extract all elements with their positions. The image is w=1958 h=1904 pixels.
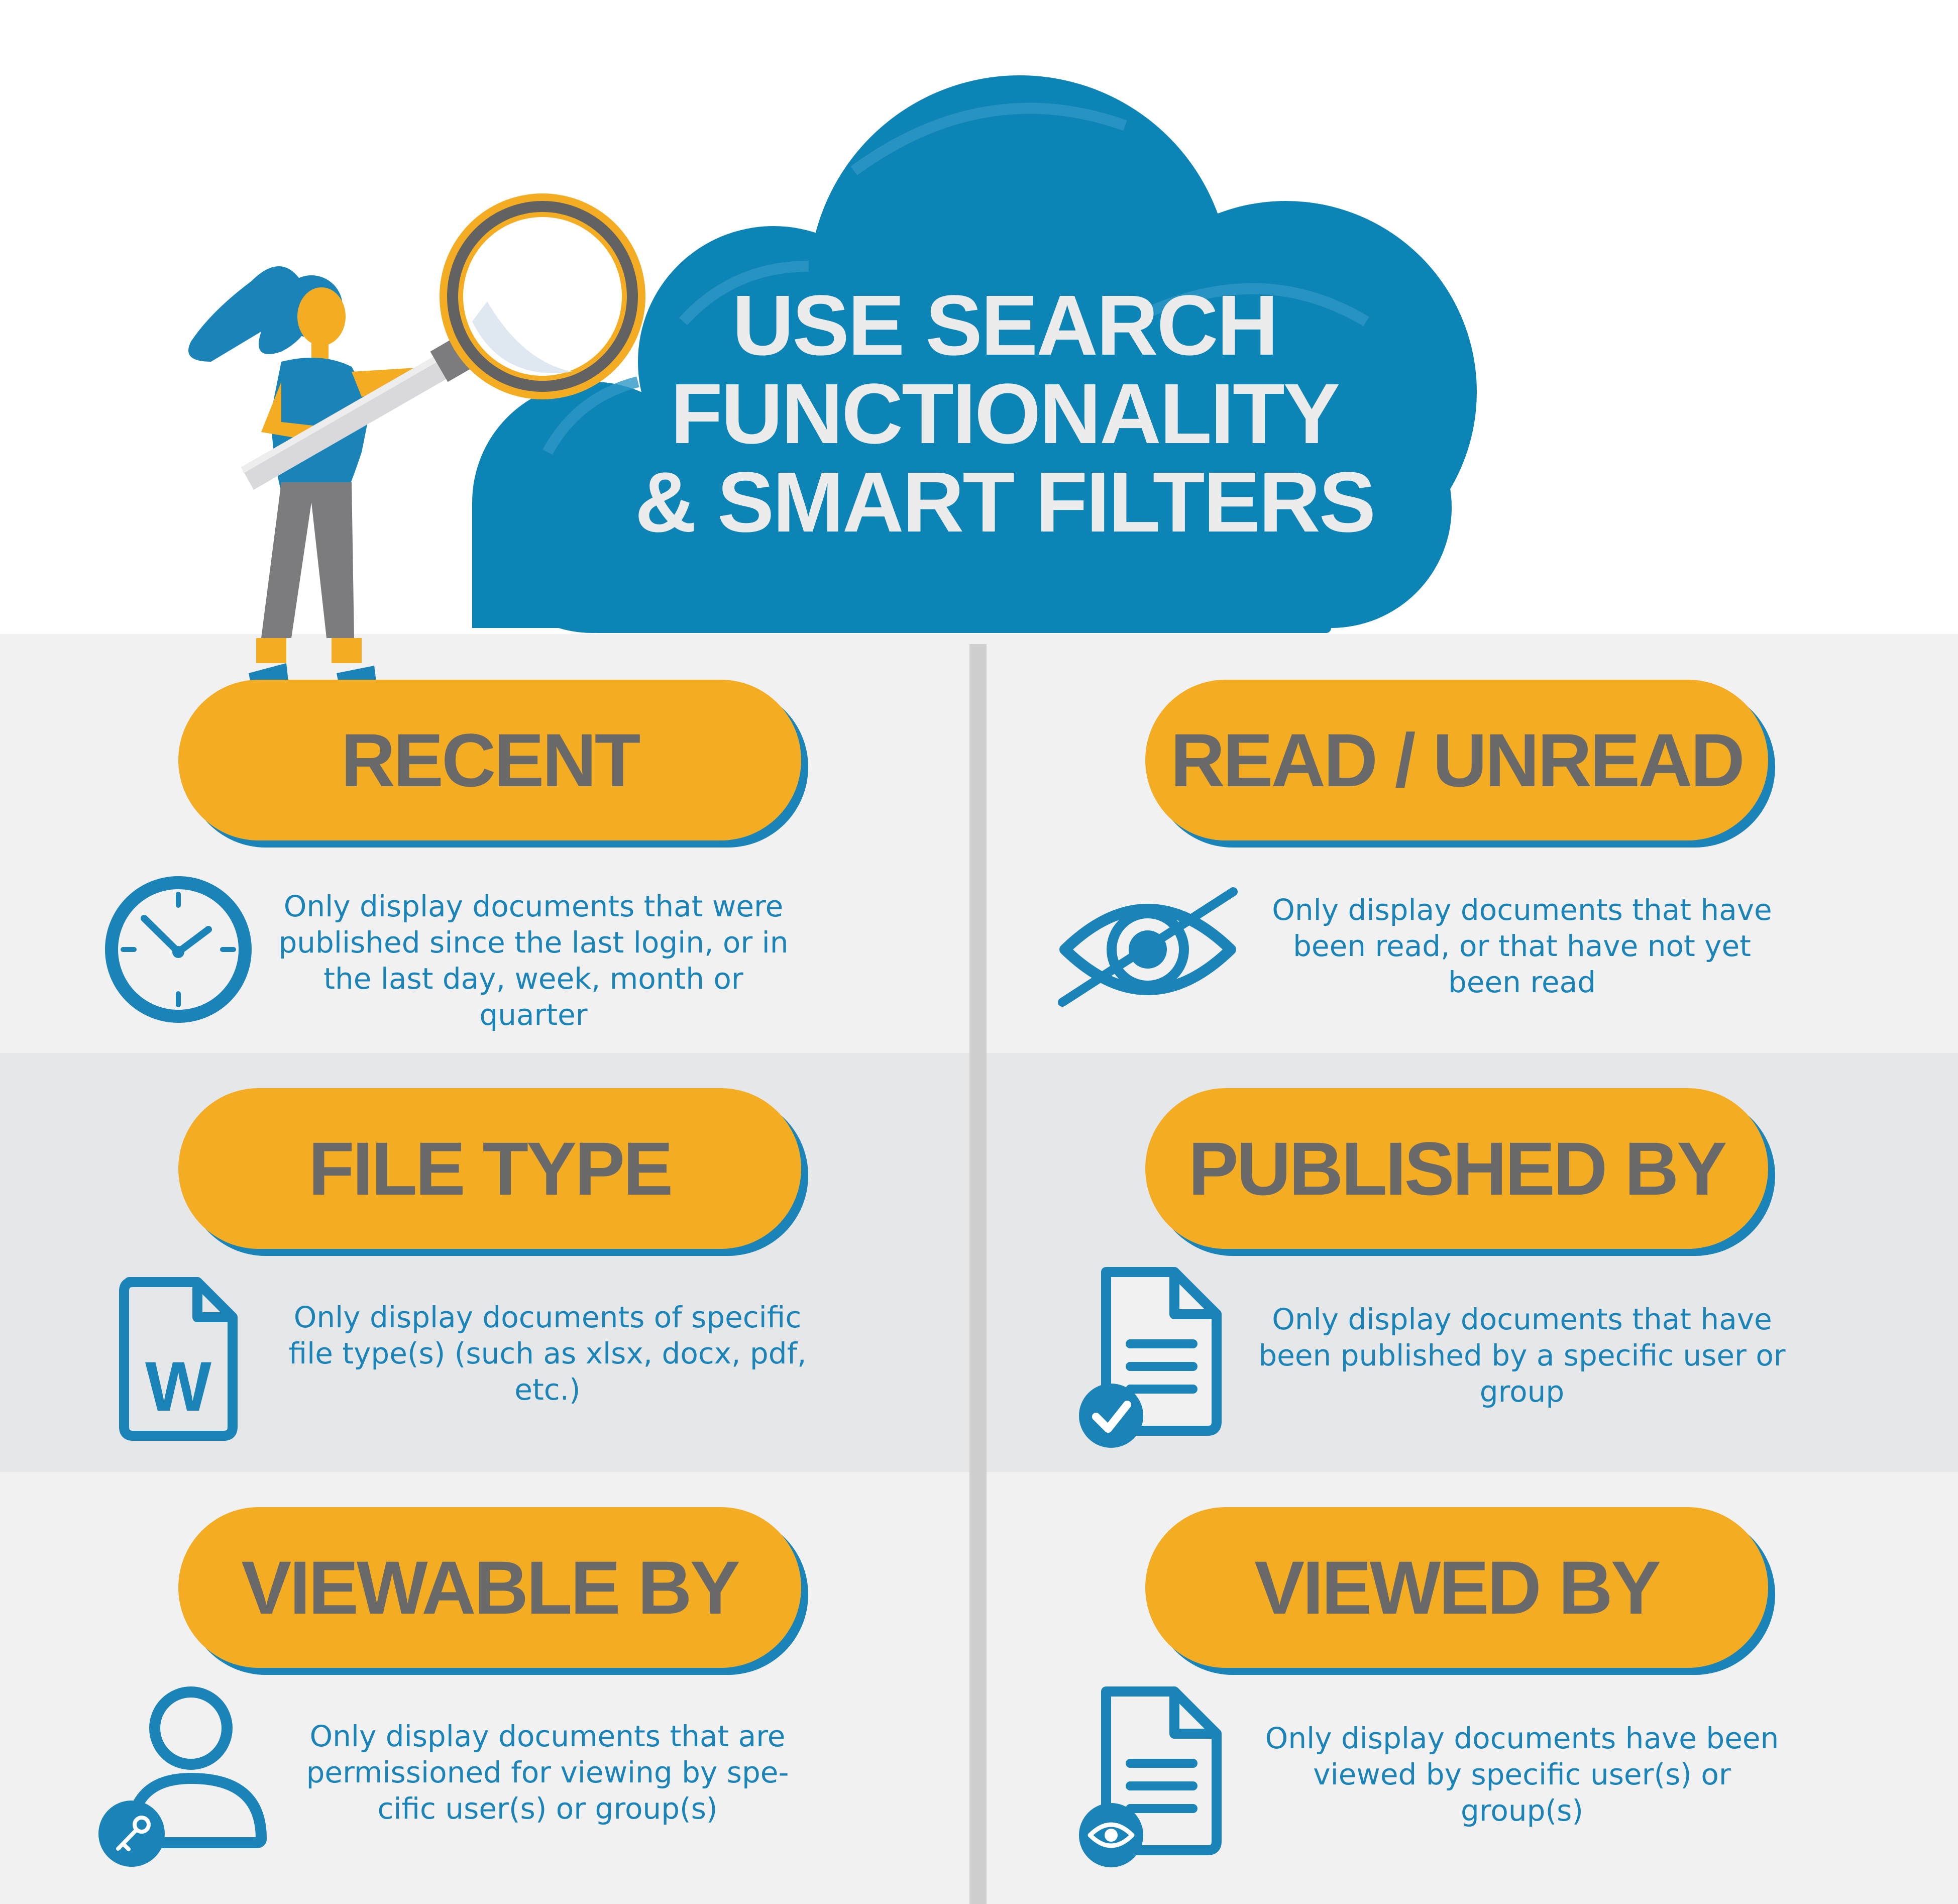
filter-description: Only display documents that have been re… <box>1272 893 1772 999</box>
word-file-icon: W <box>118 1276 239 1442</box>
pill-face: READ / UNREAD <box>1145 680 1768 840</box>
filter-description: Only display documents have been viewed … <box>1265 1721 1779 1828</box>
pill-face: RECENT <box>178 680 801 840</box>
filter-pill-viewable-by: VIEWABLE BY <box>178 1507 808 1675</box>
title-line-3: & SMART FILTERS <box>634 455 1376 550</box>
magnifier-illustration <box>241 193 645 490</box>
filter-pill-recent: RECENT <box>178 680 808 848</box>
filter-pill-published-by: PUBLISHED BY <box>1145 1088 1775 1256</box>
word-letter: W <box>145 1347 212 1426</box>
file-outline-shape <box>119 1277 238 1441</box>
filter-label: PUBLISHED BY <box>1188 1126 1727 1211</box>
clock-icon <box>105 876 252 1023</box>
document-check-icon <box>1079 1267 1222 1448</box>
column-divider <box>969 644 987 1904</box>
user-key-icon <box>98 1686 267 1867</box>
filter-pill-file-type: FILE TYPE <box>178 1088 808 1256</box>
woman-illustration <box>188 266 437 686</box>
filter-label: FILE TYPE <box>308 1126 673 1211</box>
filter-description: Only display documents that have been pu… <box>1258 1302 1786 1409</box>
filter-description: Only display documents of specific file … <box>288 1300 807 1407</box>
filter-pill-viewed-by: VIEWED BY <box>1145 1507 1775 1675</box>
hero-illustration <box>188 75 1477 686</box>
filter-label: READ / UNREAD <box>1170 717 1745 802</box>
filter-label: VIEWED BY <box>1254 1545 1661 1630</box>
filter-description: Only display documents that were publish… <box>278 889 789 1032</box>
document-eye-icon <box>1079 1686 1222 1867</box>
eye-slash-icon <box>1058 887 1238 1007</box>
cloud-highlights <box>542 102 1369 455</box>
pill-face: FILE TYPE <box>178 1088 801 1249</box>
filter-description: Only display documents that are permissi… <box>306 1719 789 1826</box>
pill-face: VIEWED BY <box>1145 1507 1768 1668</box>
filter-pill-read-unread: READ / UNREAD <box>1145 680 1775 848</box>
filter-label: VIEWABLE BY <box>241 1545 740 1630</box>
filter-label: RECENT <box>341 717 641 802</box>
pill-face: PUBLISHED BY <box>1145 1088 1768 1249</box>
title-line-2: FUNCTIONALITY <box>670 366 1340 462</box>
page-title: USE SEARCH FUNCTIONALITY & SMART FILTERS <box>527 281 1482 547</box>
pill-face: VIEWABLE BY <box>178 1507 801 1668</box>
title-line-1: USE SEARCH <box>732 278 1279 373</box>
